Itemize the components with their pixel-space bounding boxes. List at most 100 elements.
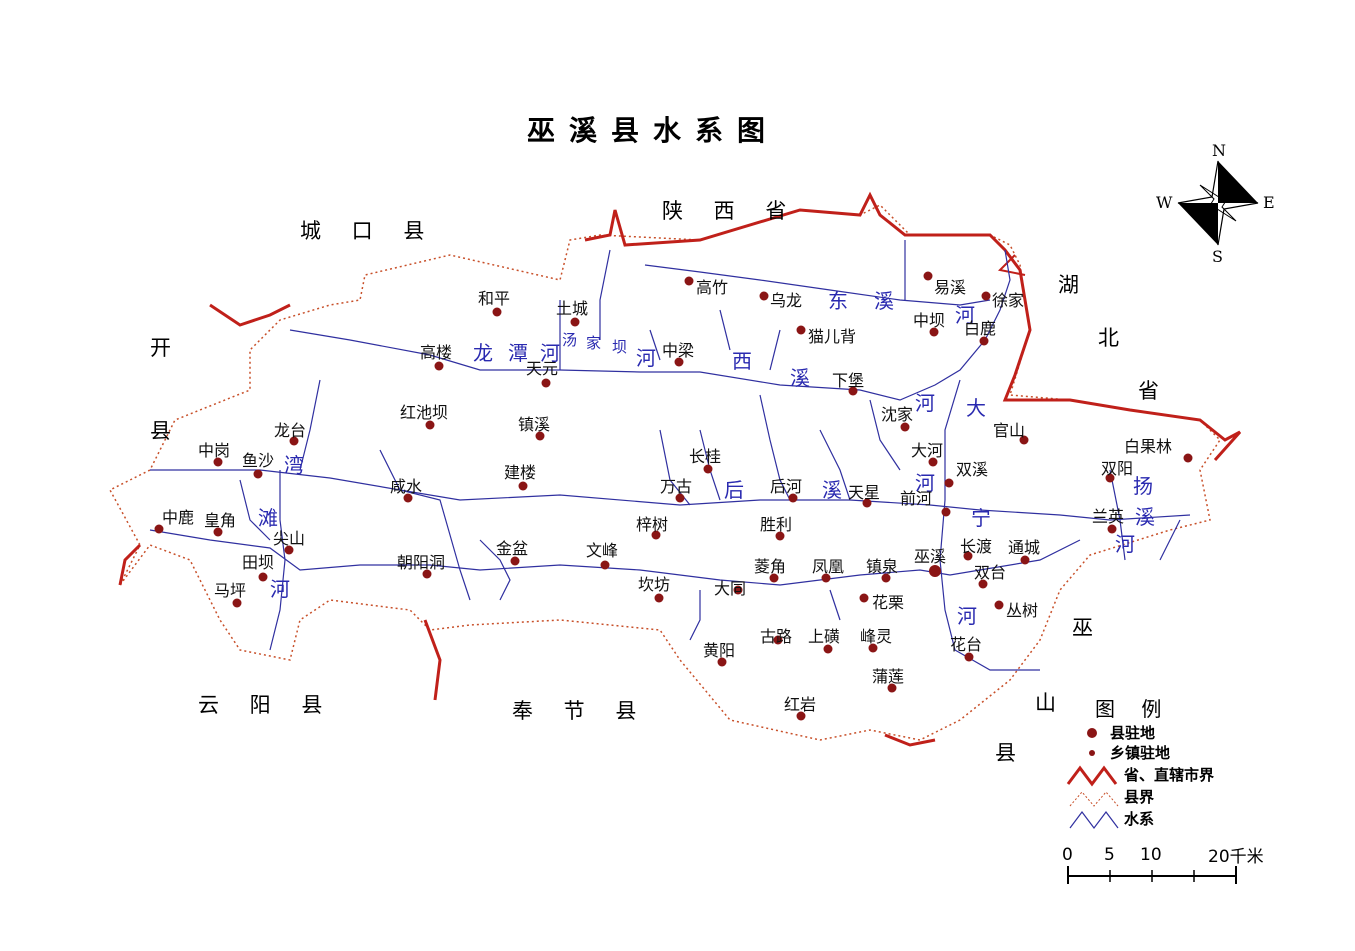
- town-label: 巫溪: [914, 547, 946, 566]
- province-border-west: [209, 303, 291, 327]
- river-char: 河: [1115, 532, 1135, 556]
- town-marker: [492, 307, 502, 317]
- neighbor-fengjie: 奉 节 县: [512, 699, 648, 723]
- town-marker: [775, 531, 785, 541]
- town-marker: [881, 573, 891, 583]
- town-label: 菱角: [754, 557, 786, 576]
- town-marker: [541, 378, 551, 388]
- town-label: 易溪: [934, 278, 966, 297]
- town-label: 朝阳洞: [397, 553, 445, 572]
- town-marker: [733, 585, 743, 595]
- town-marker: [289, 436, 299, 446]
- town-marker: [994, 600, 1004, 610]
- town-marker: [941, 507, 951, 517]
- neighbor-sheng: 省: [1138, 379, 1171, 403]
- town-label: 双台: [974, 563, 1006, 582]
- neighbor-kai: 开: [150, 336, 183, 360]
- town-label: 坎坊: [638, 575, 670, 594]
- river-char: 坝: [612, 338, 627, 356]
- river-char: 河: [957, 604, 977, 628]
- town-label: 猫儿背: [808, 327, 856, 346]
- river-char: 湾: [284, 453, 304, 477]
- neighbor-wushan-xian: 县: [995, 741, 1028, 765]
- province-border-se: [884, 733, 936, 747]
- town-label: 万古: [660, 477, 692, 496]
- town-marker: [821, 573, 831, 583]
- town-marker: [684, 276, 694, 286]
- town-marker: [773, 635, 783, 645]
- neighbor-yunyang: 云 阳 县: [198, 693, 334, 717]
- town-label: 花台: [950, 635, 982, 654]
- town-marker: [929, 327, 939, 337]
- town-label: 皇角: [204, 511, 236, 530]
- town-label: 龙台: [274, 421, 306, 440]
- town-label: 中岗: [198, 441, 230, 460]
- river-char: 潭: [508, 341, 528, 365]
- town-marker: [232, 598, 242, 608]
- county-border-symbol-icon: [1069, 791, 1119, 807]
- province-border-e: [997, 254, 1026, 276]
- legend-title: 图 例: [1095, 697, 1171, 721]
- town-label: 中坝: [913, 311, 945, 330]
- legend-label-province-border: 省、直辖市界: [1123, 766, 1214, 784]
- province-border-s: [423, 619, 442, 701]
- town-marker: [796, 325, 806, 335]
- town-label: 沈家: [881, 405, 913, 424]
- town-label: 下堡: [832, 371, 864, 390]
- compass-rose: N S E W: [1156, 141, 1275, 266]
- town-label: 镇溪: [518, 415, 550, 434]
- town-marker: [769, 573, 779, 583]
- town-marker: [258, 572, 268, 582]
- river-char: 大: [966, 396, 986, 420]
- town-label: 白果林: [1124, 437, 1172, 456]
- legend: 图 例 县驻地 乡镇驻地 省、直辖市界 县界 水系: [1066, 697, 1214, 829]
- river-char: 家: [586, 334, 601, 352]
- town-label: 鱼沙: [242, 451, 274, 470]
- town-marker: [674, 357, 684, 367]
- town-label: 大同: [714, 579, 746, 598]
- town-marker: [1183, 453, 1193, 463]
- river-char: 扬: [1133, 474, 1153, 498]
- neighbor-wu: 巫: [1072, 616, 1105, 640]
- legend-label-county-seat: 县驻地: [1110, 724, 1155, 742]
- river-char: 汤: [562, 331, 577, 349]
- town-label: 中梁: [662, 341, 694, 360]
- town-label: 花栗: [872, 593, 904, 612]
- town-label: 咸水: [390, 477, 422, 496]
- river-char: 滩: [258, 506, 278, 530]
- town-marker: [944, 478, 954, 488]
- scale-bar: 0 5 10 20千米: [1062, 845, 1264, 884]
- legend-label-county-border: 县界: [1124, 788, 1154, 806]
- town-label: 白鹿: [964, 319, 996, 338]
- neighbor-chengkou: 城 口 县: [300, 219, 436, 243]
- town-label: 文峰: [586, 541, 618, 560]
- town-marker: [518, 481, 528, 491]
- county-seat-marker: [929, 565, 941, 577]
- town-label: 梓树: [636, 515, 668, 534]
- town-label: 建楼: [504, 463, 536, 482]
- scale-tick-20km: 20千米: [1208, 847, 1264, 867]
- river-char: 河: [270, 577, 290, 601]
- compass-west: W: [1156, 193, 1173, 212]
- town-label: 尖山: [273, 529, 305, 548]
- town-label: 高楼: [420, 343, 452, 362]
- town-marker: [600, 560, 610, 570]
- town-label: 田坝: [242, 553, 274, 572]
- town-marker: [868, 643, 878, 653]
- town-label: 长渡: [960, 537, 992, 556]
- river-char: 河: [915, 391, 935, 415]
- river-labels: 东 溪 河 龙 潭 河 汤 家 坝 河 西 溪 河 大 河 宁 河 湾 滩 河 …: [258, 289, 1155, 628]
- neighbor-hu: 湖: [1058, 273, 1091, 297]
- town-label: 前河: [900, 489, 932, 508]
- town-marker: [759, 291, 769, 301]
- town-marker: [510, 556, 520, 566]
- town-marker: [981, 291, 991, 301]
- town-marker: [654, 593, 664, 603]
- neighbor-labels: 城 口 县 陕 西 省 湖 北 省 开 县 云 阳 县 奉 节 县 山 巫 县: [150, 199, 1171, 765]
- town-marker: [651, 530, 661, 540]
- river-char: 龙: [473, 341, 493, 365]
- town-marker: [403, 493, 413, 503]
- town-label: 红岩: [784, 695, 816, 714]
- river-char: 河: [636, 346, 656, 370]
